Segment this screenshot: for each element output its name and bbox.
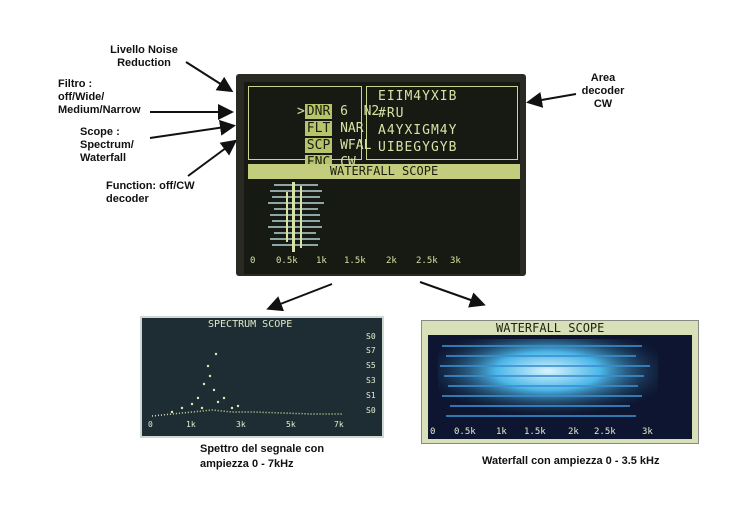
decoded-line-4: UIBEGYGYB [378,140,458,155]
tick-label: 0 [430,427,436,437]
tick-label: 3k [642,427,653,437]
tick-label: 5k [286,420,296,429]
spectrum-trace [152,352,342,417]
tag-scp: SCP [304,138,333,153]
label-function: Function: off/CW decoder [106,180,198,206]
tag-dnr: DNR [304,104,333,119]
arrow-waterfall [419,281,486,308]
tick-label: 2.5k [416,256,438,266]
arrow-nr [185,61,234,93]
waterfall-area: 0 0.5k 1k 1.5k 2k 2.5k 3k [428,335,692,439]
spectrum-caption: Spettro del segnale con ampiezza 0 - 7kH… [200,442,340,472]
menu-row-scp: SCP WFAL [250,123,371,168]
tick-label: 0.5k [276,256,298,266]
waterfall-title: WATERFALL SCOPE [496,321,605,335]
tick-label: 2.5k [594,427,616,437]
waterfall-image [438,339,658,419]
arrow-spectrum [266,283,333,312]
tick-label: 1.5k [524,427,546,437]
waterfall-trace [268,182,324,252]
scope-title-bar: WATERFALL SCOPE [248,164,520,179]
tick-label: 7k [334,420,344,429]
label-noise-reduction: Livello Noise Reduction [104,44,184,70]
decoded-line-1: EIIM4YXIB [378,89,458,104]
tick-label: 0 [250,256,256,266]
label-filter-text: Filtro : off/Wide/ Medium/Narrow [58,78,141,116]
tick-label: 0 [148,420,153,429]
waterfall-screen: WATERFALL SCOPE 0 0.5k 1k 1.5k [421,320,699,444]
arrow-scope [149,119,236,139]
tick-label: 2k [386,256,397,266]
value-scp: WFAL [340,138,372,153]
level-label: S1 [366,391,376,400]
tick-label: 1k [186,420,196,429]
tag-flt: FLT [304,121,333,136]
menu-row-dnr: >DNR 6 N2 [250,89,379,134]
label-scope: Scope : Spectrum/ Waterfall [80,126,142,165]
cursor-indicator: > [296,104,305,119]
arrow-area [526,92,577,108]
label-filter: Filtro : off/Wide/ Medium/Narrow [58,78,141,117]
tick-label: 0.5k [454,427,476,437]
menu-row-flt: FLT NAR [250,106,364,151]
waterfall-caption-text: Waterfall con ampiezza 0 - 3.5 kHz [482,455,660,467]
waterfall-caption: Waterfall con ampiezza 0 - 3.5 kHz [482,454,682,469]
label-area-decoder-text: Area decoder CW [581,72,625,110]
spectrum-title: SPECTRUM SCOPE [208,319,293,330]
spectrum-screen: SPECTRUM SCOPE S0 S7 S5 S3 S1 S0 0 1k 3k… [140,316,384,438]
level-label: S0 [366,406,376,415]
decoded-line-2: #RU [378,106,405,121]
level-label: S7 [366,346,376,355]
value-flt: NAR [340,121,364,136]
scope-axis: 0 0.5k 1k 1.5k 2k 2.5k 3k [248,256,520,268]
tick-label: 1k [496,427,507,437]
tick-label: 3k [236,420,246,429]
level-label: S0 [366,332,376,341]
label-scope-text: Scope : Spectrum/ Waterfall [80,126,134,164]
level-label: S5 [366,361,376,370]
decoded-line-3: A4YXIGM4Y [378,123,458,138]
decoder-box [366,86,518,160]
label-area-decoder: Area decoder CW [580,72,626,111]
label-function-text: Function: off/CW decoder [106,180,195,205]
level-label: S3 [366,376,376,385]
arrow-function [187,139,238,177]
tick-label: 1k [316,256,327,266]
lcd-screen: >DNR 6 N2 FLT NAR SCP WFAL FNC CW EIIM4Y… [244,82,520,274]
tick-label: 2k [568,427,579,437]
spectrum-caption-text: Spettro del segnale con ampiezza 0 - 7kH… [200,443,325,470]
value-dnr: 6 N2 [340,104,380,119]
radio-display: >DNR 6 N2 FLT NAR SCP WFAL FNC CW EIIM4Y… [236,74,526,276]
label-noise-reduction-text: Livello Noise Reduction [110,44,178,69]
tick-label: 3k [450,256,461,266]
tick-label: 1.5k [344,256,366,266]
